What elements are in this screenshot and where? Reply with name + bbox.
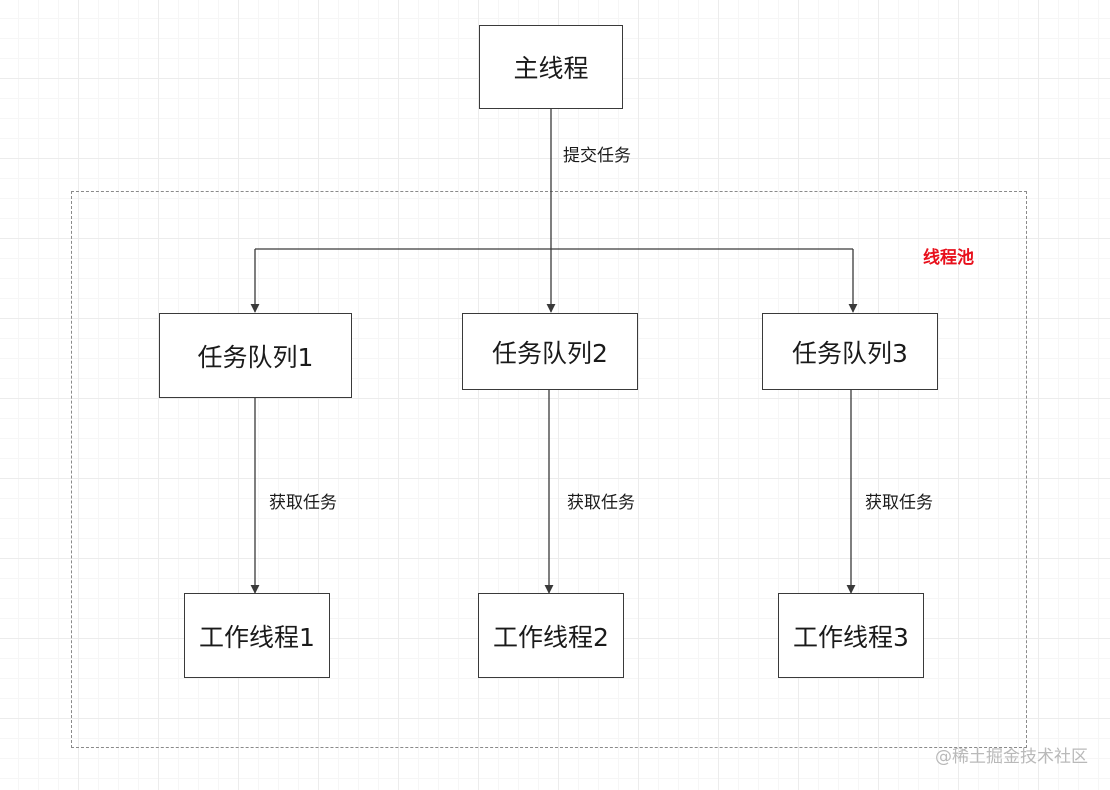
thread-pool-label: 线程池 bbox=[923, 248, 974, 268]
worker-thread-2-node: 工作线程2 bbox=[478, 593, 624, 678]
watermark: @稀土掘金技术社区 bbox=[935, 747, 1088, 767]
worker-thread-1-node: 工作线程1 bbox=[184, 593, 330, 678]
fetch-task-label-2: 获取任务 bbox=[567, 493, 635, 513]
fetch-task-label-3: 获取任务 bbox=[865, 493, 933, 513]
task-queue-3-node: 任务队列3 bbox=[762, 313, 938, 390]
submit-task-label: 提交任务 bbox=[563, 146, 631, 166]
task-queue-1-node: 任务队列1 bbox=[159, 313, 352, 398]
fetch-task-label-1: 获取任务 bbox=[269, 493, 337, 513]
main-thread-node: 主线程 bbox=[479, 25, 623, 109]
thread-pool-boundary bbox=[71, 191, 1027, 748]
worker-thread-3-node: 工作线程3 bbox=[778, 593, 924, 678]
task-queue-2-node: 任务队列2 bbox=[462, 313, 638, 390]
